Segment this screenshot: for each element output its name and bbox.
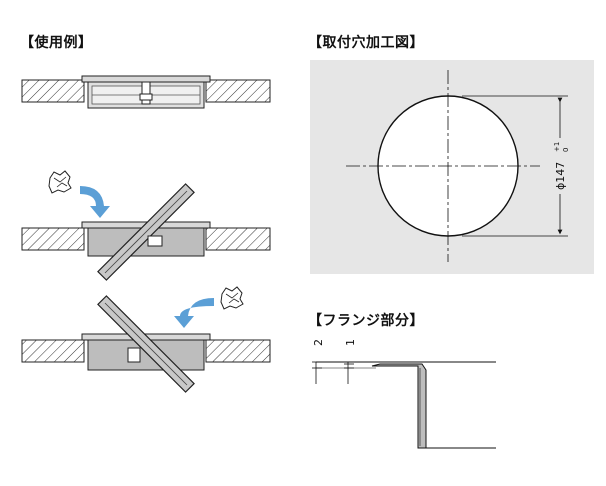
flange-drawing: 2 1 <box>312 339 496 449</box>
hole-drawing-panel: ϕ147 +1 0 <box>310 60 594 274</box>
crumpled-paper-icon <box>220 286 244 310</box>
counter-right <box>205 79 271 103</box>
swing-flap <box>97 295 195 393</box>
hole-diameter-label: ϕ147 <box>554 162 567 190</box>
counter-right <box>205 227 271 251</box>
usage-diagram-closed <box>21 75 271 109</box>
usage-diagram-push-left <box>21 286 271 393</box>
flange-section-heading: 【フランジ部分】 <box>308 313 424 329</box>
counter-left <box>21 339 85 363</box>
curved-arrow-icon <box>174 298 214 328</box>
flange-dim-2: 2 <box>312 339 325 346</box>
hinge <box>141 81 151 105</box>
counter-left <box>21 79 85 103</box>
hole-tolerance-lower: 0 <box>562 148 570 152</box>
counter-left <box>21 227 85 251</box>
usage-diagram-push-right <box>21 170 271 281</box>
crumpled-paper-icon <box>48 170 72 194</box>
hole-tolerance-upper: +1 <box>553 142 561 152</box>
hole-machining-heading: 【取付穴加工図】 <box>308 35 424 51</box>
counter-right <box>205 339 271 363</box>
curved-arrow-icon <box>80 186 110 218</box>
flange-top <box>81 75 211 83</box>
usage-example-heading: 【使用例】 <box>20 35 93 51</box>
flange-dim-1: 1 <box>344 339 357 346</box>
